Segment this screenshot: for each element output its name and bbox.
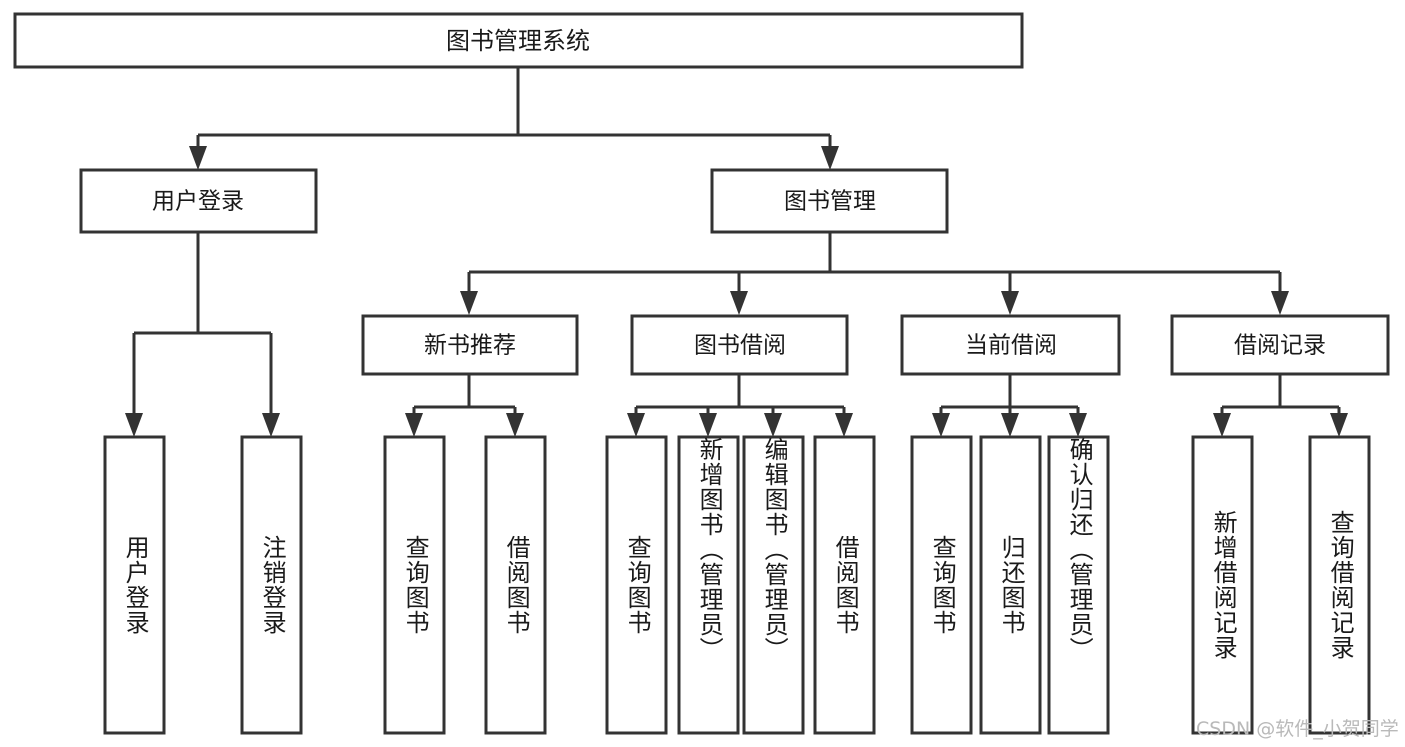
arrowhead-leaf-borrow-book-1 <box>506 413 524 437</box>
node-book-manage-box[interactable] <box>710 168 949 234</box>
leaf-query-book-1-box[interactable] <box>383 435 446 735</box>
node-current-borrow[interactable]: 当前借阅 <box>900 314 1121 376</box>
arrowhead-borrow-record <box>1271 291 1289 315</box>
connector-group-new-book-rec <box>405 374 524 437</box>
node-borrow-record-box[interactable] <box>1170 314 1390 376</box>
arrowhead-leaf-query-book-3 <box>932 413 950 437</box>
leaf-box-group <box>103 435 1371 735</box>
arrowhead-leaf-query-record <box>1330 413 1348 437</box>
arrowhead-current-borrow <box>1001 291 1019 315</box>
arrowhead-book-manage <box>821 146 839 170</box>
arrowhead-leaf-logout <box>262 413 280 437</box>
leaf-query-book-2-box[interactable] <box>605 435 668 735</box>
arrowhead-leaf-user-login <box>125 413 143 437</box>
leaf-edit-book-box[interactable] <box>742 435 805 735</box>
arrowhead-leaf-add-record <box>1213 413 1231 437</box>
node-root-box[interactable] <box>13 12 1024 69</box>
arrowhead-user-login <box>189 146 207 170</box>
node-new-book-rec[interactable]: 新书推荐 <box>361 314 579 376</box>
node-root[interactable]: 图书管理系统 <box>13 12 1024 69</box>
node-root-label: 图书管理系统 <box>446 27 590 55</box>
leaf-return-book-box[interactable] <box>979 435 1042 735</box>
connector-group-book-borrow <box>627 374 853 437</box>
leaf-user-login-box[interactable] <box>103 435 166 735</box>
node-book-manage[interactable]: 图书管理 <box>710 168 949 234</box>
node-current-borrow-label: 当前借阅 <box>965 333 1057 359</box>
node-book-manage-label: 图书管理 <box>784 189 876 215</box>
arrowhead-book-borrow <box>730 291 748 315</box>
connector-group-current-borrow <box>932 374 1087 437</box>
node-book-borrow-box[interactable] <box>630 314 849 376</box>
leaf-logout-box[interactable] <box>240 435 303 735</box>
arrowhead-leaf-confirm-return <box>1069 413 1087 437</box>
node-current-borrow-box[interactable] <box>900 314 1121 376</box>
leaf-add-book-box[interactable] <box>677 435 740 735</box>
connector-group-book-manage <box>460 232 1289 315</box>
leaf-query-record-box[interactable] <box>1308 435 1371 735</box>
arrowhead-leaf-query-book-2 <box>627 413 645 437</box>
leaf-confirm-return-box[interactable] <box>1047 435 1110 735</box>
node-user-login[interactable]: 用户登录 <box>79 168 318 234</box>
arrowhead-leaf-borrow-book-2 <box>835 413 853 437</box>
leaf-borrow-book-2-box[interactable] <box>813 435 876 735</box>
arrowhead-leaf-edit-book <box>764 413 782 437</box>
leaf-borrow-book-1-box[interactable] <box>484 435 547 735</box>
arrowhead-leaf-query-book-1 <box>405 413 423 437</box>
arrowhead-leaf-return-book <box>1001 413 1019 437</box>
leaf-query-book-3-box[interactable] <box>910 435 973 735</box>
node-borrow-record[interactable]: 借阅记录 <box>1170 314 1390 376</box>
node-book-borrow[interactable]: 图书借阅 <box>630 314 849 376</box>
node-new-book-rec-label: 新书推荐 <box>424 333 516 359</box>
arrowhead-leaf-add-book <box>699 413 717 437</box>
connector-group-borrow-record <box>1213 374 1348 437</box>
node-user-login-label: 用户登录 <box>152 189 244 215</box>
node-new-book-rec-box[interactable] <box>361 314 579 376</box>
node-borrow-record-label: 借阅记录 <box>1234 333 1326 359</box>
node-book-borrow-label: 图书借阅 <box>694 333 786 359</box>
connector-group-user-login <box>125 232 280 437</box>
node-user-login-box[interactable] <box>79 168 318 234</box>
leaf-add-record-box[interactable] <box>1191 435 1254 735</box>
connector-group-root <box>189 67 839 170</box>
arrowhead-new-book-rec <box>460 291 478 315</box>
